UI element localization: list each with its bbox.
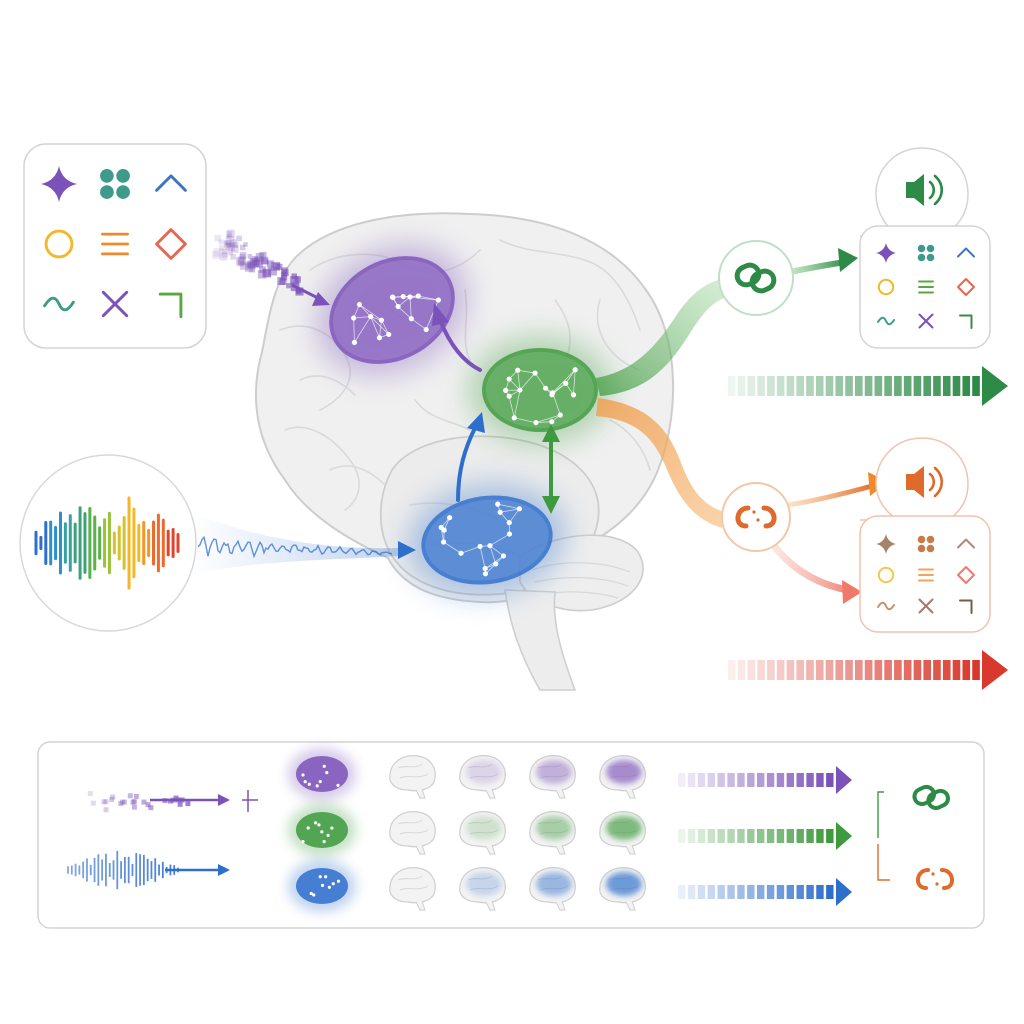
broken-link-icon [735,505,777,529]
speaker-icon [906,174,944,206]
link-arrowhead-down [542,496,560,514]
integration-region [468,336,612,444]
sparkle-icon [41,166,77,202]
match-link-node [718,240,794,316]
visual-symbol-grid [41,166,187,319]
timeline-row-visual [288,748,852,800]
visual-input-arrowhead [291,283,330,306]
match-audio-output [860,147,975,237]
mini-brain-icon [459,811,506,855]
three-lines-icon [918,568,934,582]
four-dots-icon [917,244,935,262]
mini-brain-icon [599,811,646,855]
visual-input-panel [23,143,207,349]
match-output-arrow [787,259,849,275]
rainbow-waveform-icon [30,496,184,590]
match-symbol-grid [876,243,975,329]
link-arrowhead-up [542,424,560,442]
wave-icon [877,601,895,611]
visual-region [315,243,469,377]
auditory-region [407,483,567,597]
error-output-ramp-arrow [728,650,1008,690]
match-output-arrowhead [838,248,858,272]
diamond-icon [957,278,975,296]
activation-timeline [67,748,954,912]
mini-brain-icon [529,811,576,855]
timeline-row-auditory [288,860,852,912]
timeline-row-integration [288,804,852,856]
audio-signal-trace [197,535,393,559]
outcome-bracket [877,791,890,881]
circle-icon [877,566,895,584]
timeline-panel [37,741,985,929]
auditory-cue-stream [67,850,230,890]
mismatch-visual-arrowhead [842,580,862,604]
corner-icon [959,599,973,614]
visual-cue-stream [87,790,258,813]
auditory-input-stream [190,512,416,575]
internal-connections [432,303,560,514]
brainstem [504,589,577,691]
mismatch-audio-arrow [785,483,875,508]
timeline-arrow-auditory [678,878,852,906]
mismatch-pathway-band [596,398,724,528]
mini-brain-icon [459,755,506,799]
x-icon [918,598,934,614]
auditory-input-node [19,454,197,632]
wave-icon [877,316,895,326]
mismatch-audio-output [860,437,980,521]
mini-brain-icon [389,867,436,911]
auditory-input-arrowhead [398,541,416,559]
auditory-to-integration-arrow [456,426,477,502]
timeline-arrow-integration [678,822,852,850]
diamond-icon [957,566,975,584]
mini-brain-icon [529,755,576,799]
four-dots-icon [100,169,130,199]
diamond-icon [155,228,187,260]
x-icon [101,290,129,318]
circle-icon [44,229,74,259]
caret-up-icon [957,247,975,258]
corner-icon [158,292,183,319]
mini-brain-icon [599,755,646,799]
mini-brain-icon [599,867,646,911]
caret-up-icon [155,174,187,192]
timeline-arrow-visual [678,766,852,794]
chain-link-icon [912,784,950,811]
sparkle-icon [876,534,896,554]
chain-link-icon [734,262,777,294]
broken-link-icon [916,868,954,890]
wave-icon [43,296,75,312]
mini-brain-icon [389,811,436,855]
mini-brain-icon [389,755,436,799]
circle-icon [877,278,895,296]
three-lines-icon [101,232,129,256]
four-dots-icon [917,535,935,553]
integration-to-visual-arrow [438,318,482,372]
mini-brain-icon [459,867,506,911]
x-icon [918,313,934,329]
match-pathway-band [596,278,730,396]
visual-input-stream [212,229,304,296]
mismatch-visual-arrow [766,536,852,594]
integration-to-visual-arrowhead [432,303,449,326]
auditory-to-integration-arrowhead [467,412,485,433]
mismatch-link-node [721,482,791,552]
three-lines-icon [918,280,934,294]
sparkle-icon [876,243,896,263]
speaker-icon [906,466,944,498]
caret-up-icon [957,538,975,549]
mini-brain-icon [529,867,576,911]
mismatch-symbol-grid [876,534,975,614]
match-output-ramp-arrow [728,366,1008,406]
corner-icon [959,314,973,329]
